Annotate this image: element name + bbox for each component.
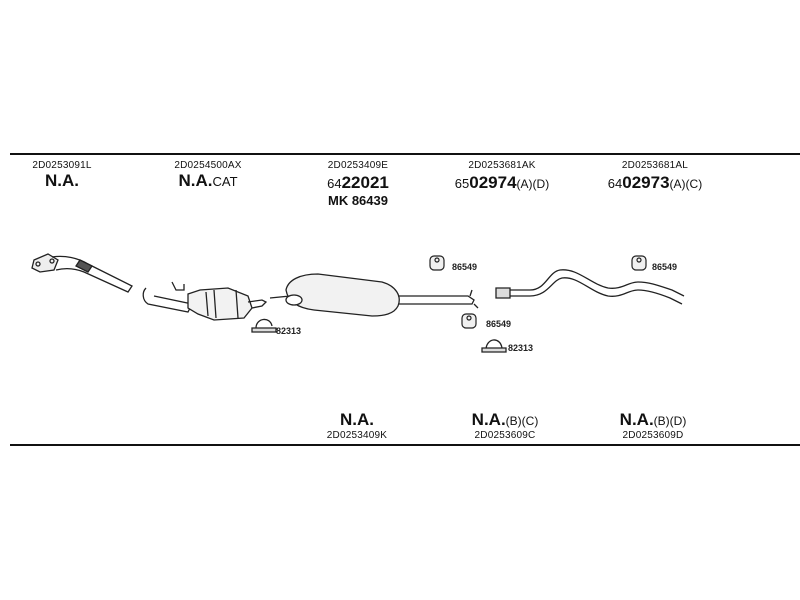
part-code: 2D0253091L [32, 160, 92, 171]
part-suffix: (A)(D) [516, 177, 550, 191]
clamp-label: 82313 [276, 326, 301, 336]
part-name: N.A. [340, 410, 374, 429]
front-pipe [31, 253, 133, 293]
hanger [631, 255, 647, 271]
part-code: 2D0253609C [474, 430, 536, 441]
exhaust-system-diagram: 82313 86549 86549 82313 86549 [31, 253, 685, 353]
mk-number: MK 86439 [328, 193, 388, 208]
part-code: 2D0253681AL [621, 160, 689, 171]
middle-muffler [269, 273, 479, 317]
top-column-5: 2D0253681AL 6402973(A)(C) [585, 160, 725, 193]
part-number: 02974 [469, 173, 517, 192]
top-column-1: 2D0253091L N.A. [22, 160, 102, 191]
part-prefix: 65 [454, 176, 470, 191]
top-column-3: 2D0253409E 6422021 MK 86439 [308, 160, 408, 208]
part-suffix: (B)(D) [653, 414, 687, 428]
part-code: 2D0253409E [327, 160, 389, 171]
hanger-label: 86549 [486, 319, 511, 329]
part-prefix: 64 [607, 176, 623, 191]
clamp-label: 82313 [508, 343, 533, 353]
top-column-2: 2D0254500AX N.A.CAT [158, 160, 258, 191]
bottom-rule [10, 444, 800, 446]
part-name: N.A. [45, 171, 79, 190]
part-name: N.A. [471, 410, 506, 429]
hanger [429, 255, 445, 271]
part-suffix: CAT [212, 174, 238, 189]
part-number: 02973 [622, 173, 670, 192]
clamp [251, 318, 277, 333]
part-code: 2D0253609D [622, 430, 684, 441]
catalytic-converter [142, 281, 268, 321]
part-code: 2D0253409K [326, 430, 388, 441]
bottom-column-2: N.A.(B)(C) 2D0253609C [450, 410, 560, 441]
part-code: 2D0254500AX [174, 160, 242, 171]
hanger [461, 313, 477, 329]
part-name: N.A. [619, 410, 654, 429]
bottom-column-3: N.A.(B)(D) 2D0253609D [598, 410, 708, 441]
part-prefix: 64 [327, 176, 342, 191]
top-column-4: 2D0253681AK 6502974(A)(D) [432, 160, 572, 193]
top-rule [10, 153, 800, 155]
part-name: N.A. [178, 171, 213, 190]
bottom-column-1: N.A. 2D0253409K [302, 410, 412, 441]
part-code: 2D0253681AK [468, 160, 536, 171]
hanger-label: 86549 [652, 262, 677, 272]
part-number: 22021 [341, 173, 389, 192]
rear-pipe [495, 269, 685, 305]
part-suffix: (A)(C) [669, 177, 703, 191]
part-suffix: (B)(C) [505, 414, 539, 428]
hanger-label: 86549 [452, 262, 477, 272]
clamp [481, 339, 507, 353]
